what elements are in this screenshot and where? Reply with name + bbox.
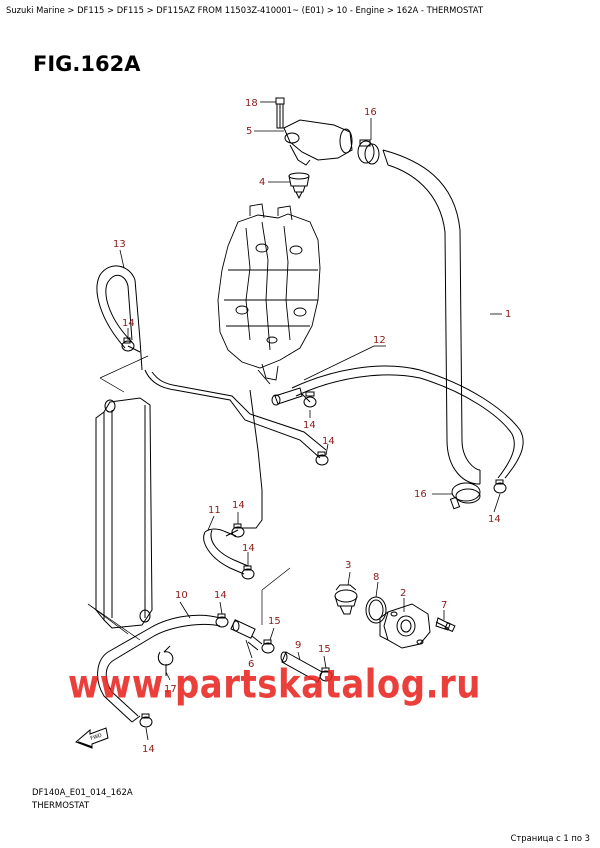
callout-5: 5 [246, 126, 252, 137]
part-5-thermostat-cover [283, 119, 353, 166]
callout-15-b: 15 [318, 644, 331, 655]
callout-11: 11 [208, 505, 221, 516]
cooling-water-cover-panel [95, 397, 153, 629]
part-12-hose [271, 365, 524, 479]
part-14-clip-h [493, 479, 507, 494]
callout-10: 10 [175, 590, 188, 601]
callout-14-e: 14 [488, 514, 501, 525]
part-7-bolt [435, 617, 456, 633]
callout-2: 2 [400, 588, 406, 599]
breadcrumb[interactable]: Suzuki Marine > DF115 > DF115 > DF115AZ … [6, 5, 483, 15]
callout-9: 9 [295, 640, 301, 651]
watermark: www.partskatalog.ru [68, 662, 482, 708]
callout-14-h: 14 [142, 744, 155, 755]
engine-block [217, 203, 321, 385]
callout-15-a: 15 [268, 616, 281, 627]
part-3-thermostat [334, 584, 358, 615]
part-13-hose [96, 265, 327, 459]
part-15-clamp-a [261, 639, 275, 654]
part-9-hose [280, 651, 323, 683]
figure-title: FIG.162A [33, 52, 141, 76]
callout-14-c: 14 [322, 436, 335, 447]
part-14-clip-g [139, 713, 153, 728]
part-8-o-ring [365, 596, 387, 624]
part-2-thermostat-housing [379, 603, 431, 649]
callout-8: 8 [373, 572, 379, 583]
leader-lines [119, 101, 502, 741]
part-15-clamp-b [319, 667, 333, 682]
part-6-joint [230, 619, 263, 651]
callout-7: 7 [441, 600, 447, 611]
fwd-arrow-icon: FWD [75, 727, 109, 749]
callout-14-f: 14 [242, 543, 255, 554]
part-10-hose [97, 614, 221, 723]
callout-16-top: 16 [364, 107, 377, 118]
part-14-clip-f [215, 613, 229, 628]
callout-6: 6 [248, 659, 254, 670]
part-1-hose [382, 149, 481, 485]
part-14-clip-e [241, 565, 255, 580]
callout-18: 18 [245, 98, 258, 109]
callout-14-d: 14 [232, 500, 245, 511]
part-14-clip-b [121, 337, 135, 352]
part-4-thermostat [288, 172, 310, 200]
callout-1: 1 [505, 309, 511, 320]
footer-diagram-code: DF140A_E01_014_162A [32, 788, 133, 798]
part-11-hose [203, 389, 263, 575]
callout-14-g: 14 [214, 590, 227, 601]
callout-14-a: 14 [122, 318, 135, 329]
callout-14-b: 14 [303, 420, 316, 431]
part-17-spring-clip [157, 645, 174, 676]
part-14-clip-a [303, 391, 317, 408]
part-16-clamp-top [357, 139, 380, 165]
callout-3: 3 [345, 560, 351, 571]
callout-17: 17 [164, 684, 177, 695]
part-16-clamp-bottom [449, 482, 481, 510]
part-14-clip-d [231, 523, 245, 538]
footer-diagram-name: THERMOSTAT [32, 801, 90, 811]
part-18-bolt [275, 97, 285, 129]
part-14-clip-c [315, 451, 329, 466]
svg-text:FWD: FWD [90, 733, 103, 742]
callout-12: 12 [373, 335, 386, 346]
callout-13: 13 [113, 239, 126, 250]
page-counter: Страница с 1 по 3 [510, 833, 590, 843]
callout-16-bottom: 16 [414, 489, 427, 500]
callout-4: 4 [259, 177, 265, 188]
